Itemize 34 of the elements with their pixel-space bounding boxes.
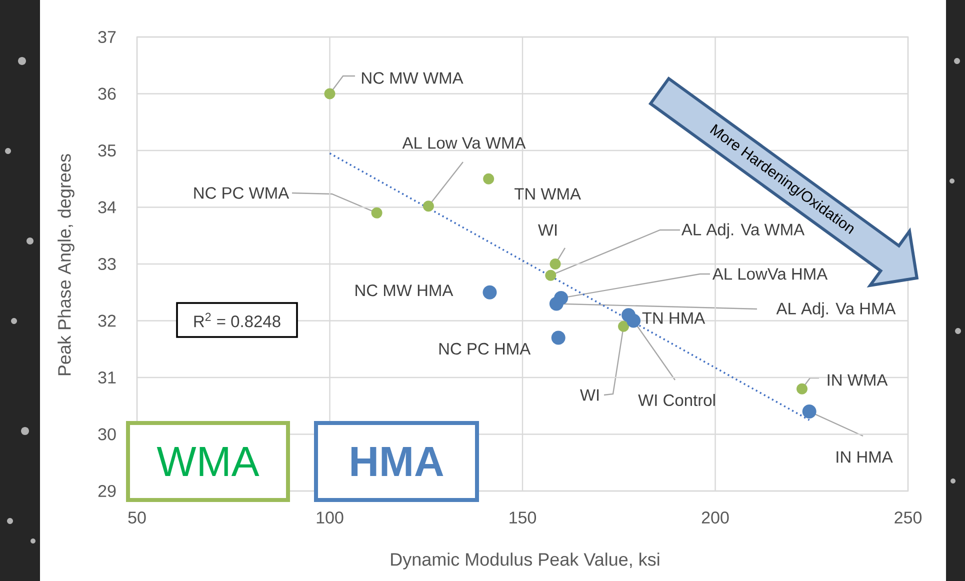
tick-label: 200 — [702, 512, 729, 524]
tick-label: 250 — [894, 512, 922, 524]
point-label: IN HMA — [836, 451, 893, 463]
point-label: WI — [538, 224, 557, 236]
tick-label: 100 — [316, 512, 344, 524]
tick-label: 37 — [98, 30, 116, 44]
point-label: AL Low Va WMA — [402, 137, 526, 149]
point-label: WI Control — [638, 394, 715, 406]
tick-label: 35 — [98, 144, 116, 157]
tick-label: 36 — [98, 88, 116, 100]
tick-label: 33 — [98, 258, 116, 270]
point-label: TN WMA — [514, 188, 581, 200]
point-label: TN HMA — [642, 312, 706, 324]
point-label: AL LowVa HMA — [712, 268, 828, 280]
point-label: NC PC HMA — [439, 342, 531, 355]
tick-label: 50 — [128, 512, 146, 524]
point-label: AL Adj. Va HMA — [776, 302, 896, 318]
point-label: NC MW WMA — [362, 72, 464, 84]
tick-label: 31 — [98, 371, 116, 384]
legend-item: HMA — [314, 421, 479, 502]
tick-label: 30 — [98, 428, 116, 440]
point-label: IN WMA — [828, 374, 888, 386]
point-label: NC MW HMA — [356, 284, 454, 296]
axis-title: Dynamic Modulus Peak Value, ksi — [391, 552, 660, 570]
point-label: NC PC WMA — [194, 187, 290, 199]
annotation: R$^{2}$ = 0.8248 — [194, 312, 280, 328]
legend-item: WMA — [126, 421, 290, 502]
tick-label: 29 — [98, 484, 116, 498]
point-label: WI — [580, 389, 599, 401]
tick-label: 34 — [98, 201, 116, 214]
tick-label: 32 — [98, 314, 116, 327]
axis-title: Peak Phase Angle, degrees — [58, 154, 74, 376]
tick-label: 150 — [510, 512, 536, 524]
equation-box: R$^{2}$ = 0.8248 — [176, 302, 298, 338]
